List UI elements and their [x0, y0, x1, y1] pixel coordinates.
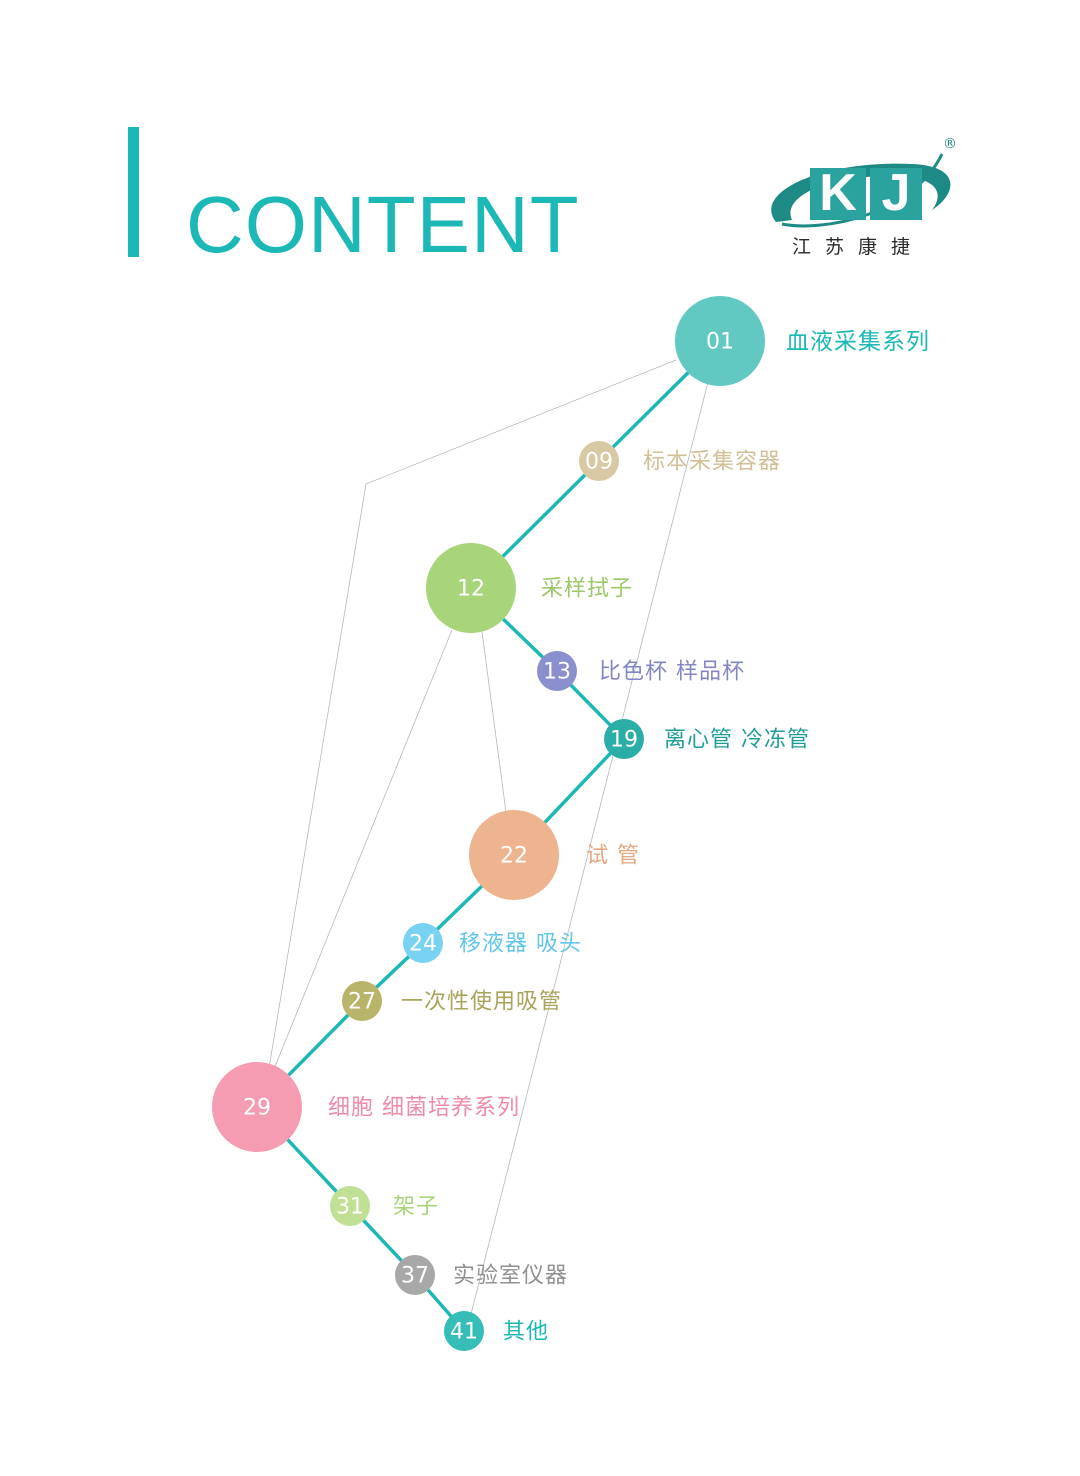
connector-line-0	[267, 359, 677, 1075]
page-title: CONTENT	[186, 180, 580, 269]
toc-label[interactable]: 比色杯 样品杯	[599, 660, 745, 685]
toc-page-number: 31	[336, 1195, 364, 1220]
toc-node-19[interactable]	[604, 719, 644, 759]
toc-label[interactable]: 一次性使用吸管	[401, 990, 562, 1015]
toc-page-number: 29	[243, 1096, 271, 1121]
toc-node-24[interactable]	[403, 923, 443, 963]
toc-page-number: 09	[585, 450, 613, 475]
toc-node-41[interactable]	[444, 1311, 484, 1351]
logo-mark-text: K	[819, 164, 857, 222]
toc-label[interactable]: 架子	[393, 1195, 439, 1220]
kj-logo: K J ®	[771, 136, 957, 228]
toc-label[interactable]: 采样拭子	[541, 577, 633, 602]
toc-node-37[interactable]	[395, 1255, 435, 1295]
toc-node-13[interactable]	[537, 651, 577, 691]
connector-line-1	[469, 381, 709, 1319]
title-accent-bar	[128, 127, 139, 257]
toc-page-number: 13	[543, 660, 571, 685]
toc-label[interactable]: 血液采集系列	[786, 329, 930, 355]
toc-page-number: 27	[348, 990, 376, 1015]
toc-node-22[interactable]	[469, 810, 559, 900]
toc-node-12[interactable]	[426, 543, 516, 633]
registered-mark: ®	[943, 136, 957, 152]
toc-label[interactable]: 移液器 吸头	[459, 932, 582, 957]
toc-page-number: 41	[450, 1320, 478, 1345]
toc-label[interactable]: 离心管 冷冻管	[664, 728, 810, 753]
toc-page-number: 12	[457, 577, 485, 602]
toc-node-29[interactable]	[212, 1062, 302, 1152]
toc-label[interactable]: 标本采集容器	[643, 450, 781, 475]
toc-label[interactable]: 其他	[503, 1320, 549, 1345]
toc-page-number: 19	[610, 728, 638, 753]
toc-label[interactable]: 实验室仪器	[453, 1264, 568, 1289]
connector-line-3	[481, 631, 507, 813]
toc-page-number: 01	[706, 330, 734, 355]
logo-mark-text-j: J	[882, 164, 911, 222]
toc-node-09[interactable]	[579, 441, 619, 481]
toc-node-01[interactable]	[675, 296, 765, 386]
connector-line-2	[271, 629, 453, 1075]
toc-page-number: 37	[401, 1264, 429, 1289]
toc-page-number: 24	[409, 932, 437, 957]
toc-label[interactable]: 细胞 细菌培养系列	[328, 1096, 520, 1121]
toc-page-number: 22	[500, 844, 528, 869]
toc-node-27[interactable]	[342, 981, 382, 1021]
logo-company-name: 江苏康捷	[792, 236, 925, 258]
toc-label[interactable]: 试 管	[586, 844, 640, 869]
toc-node-31[interactable]	[330, 1186, 370, 1226]
